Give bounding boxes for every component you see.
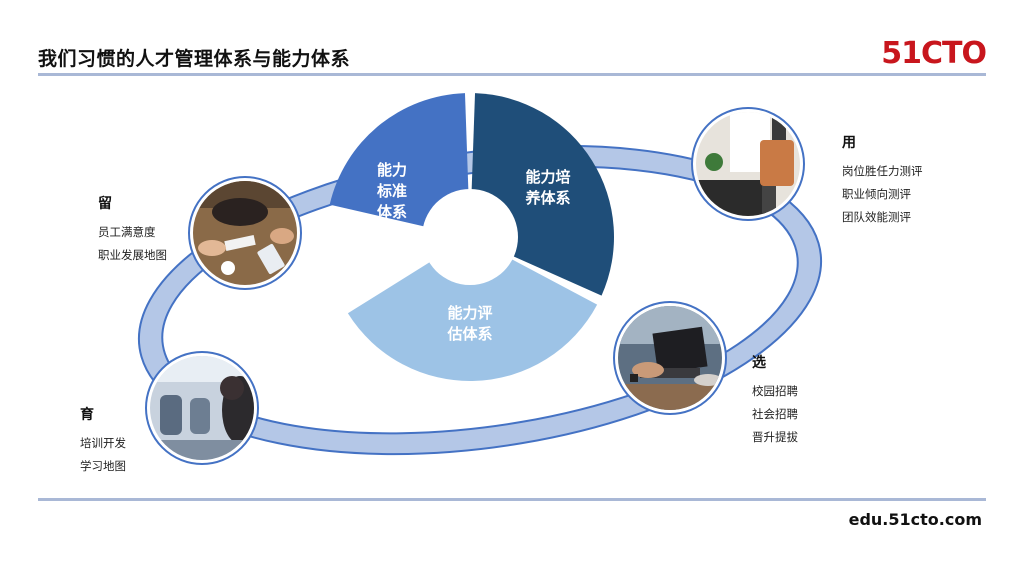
block-yu: 育 培训开发 学习地图	[80, 404, 126, 478]
block-xuan-heading: 选	[752, 352, 798, 372]
block-xuan-item: 校园招聘	[752, 380, 798, 403]
block-yong: 用 岗位胜任力测评 职业倾向测评 团队效能测评	[842, 132, 923, 229]
block-liu-item: 员工满意度	[98, 221, 167, 244]
segment-label-line: 能力培	[525, 168, 570, 186]
photo-training	[146, 352, 258, 464]
block-xuan-item: 社会招聘	[752, 403, 798, 426]
bottom-divider	[38, 498, 986, 501]
pie-center-hole	[422, 189, 518, 285]
block-yong-item: 职业倾向测评	[842, 183, 923, 206]
segment-label-line: 估体系	[446, 325, 492, 343]
segment-label-line: 能力	[377, 161, 407, 179]
block-yu-item: 培训开发	[80, 432, 126, 455]
block-liu-item: 职业发展地图	[98, 244, 167, 267]
block-yong-heading: 用	[842, 132, 923, 152]
photo-laptop	[614, 302, 726, 414]
block-xuan-item: 晋升提拔	[752, 426, 798, 449]
block-yu-heading: 育	[80, 404, 126, 424]
block-liu: 留 员工满意度 职业发展地图	[98, 193, 167, 267]
segment-label-line: 养体系	[524, 189, 570, 207]
block-yong-item: 岗位胜任力测评	[842, 160, 923, 183]
segment-label-line: 体系	[377, 203, 407, 221]
photo-meeting	[189, 177, 301, 289]
footer-url: edu.51cto.com	[849, 510, 982, 529]
block-liu-heading: 留	[98, 193, 167, 213]
photo-office	[692, 108, 804, 220]
block-xuan: 选 校园招聘 社会招聘 晋升提拔	[752, 352, 798, 449]
block-yu-item: 学习地图	[80, 455, 126, 478]
segment-label-line: 能力评	[447, 304, 492, 322]
block-yong-item: 团队效能测评	[842, 206, 923, 229]
segment-label-standard: 能力标准体系	[376, 161, 407, 221]
segment-label-line: 标准	[376, 182, 407, 200]
